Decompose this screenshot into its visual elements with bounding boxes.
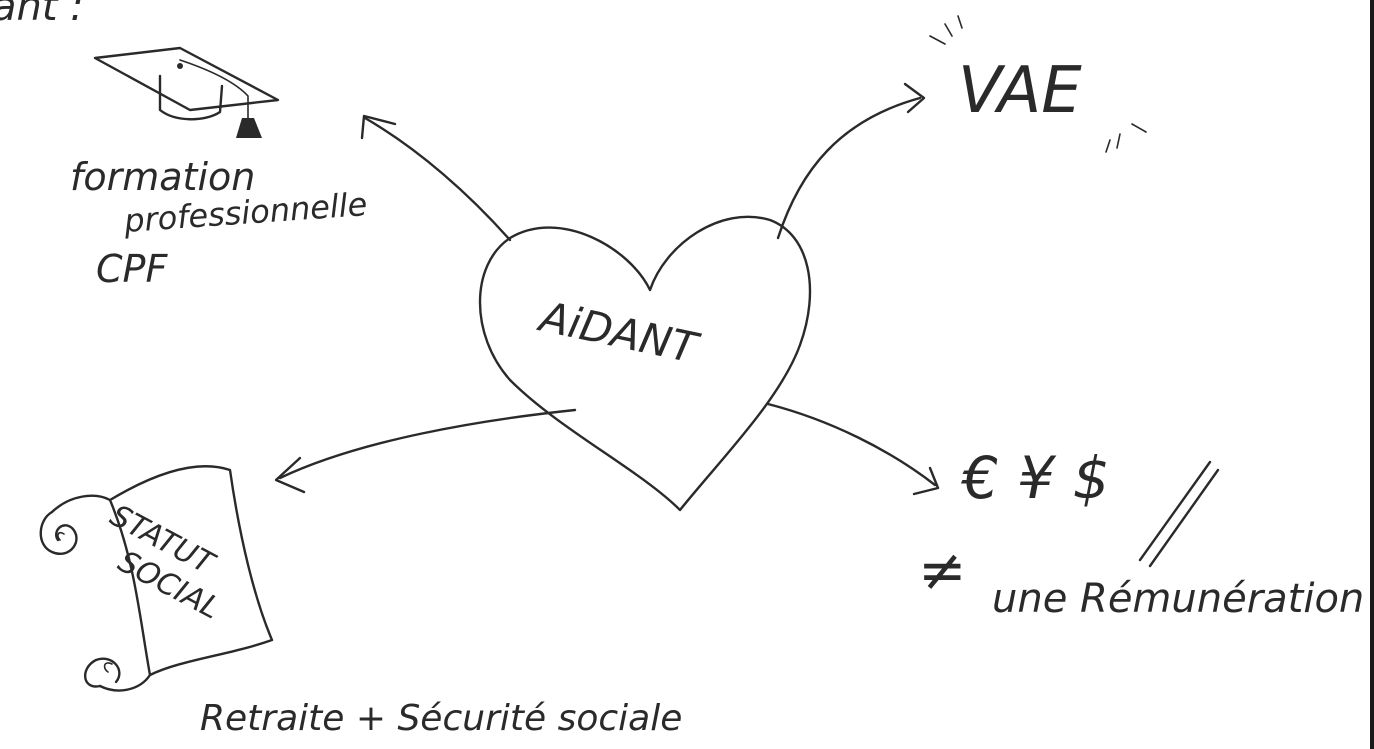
scroll-icon (39, 465, 274, 692)
arrow-to-remuneration (766, 402, 937, 487)
currency-symbols: € ¥ $ (960, 444, 1110, 512)
arrow-head-formation (360, 114, 397, 140)
arrow-head-vae (903, 82, 926, 114)
not-equal-symbol: ≠ (918, 536, 967, 604)
arrow-head-remuneration (912, 466, 940, 496)
arrow-to-statut (278, 408, 577, 480)
statut-caption: Retraite + Sécurité sociale (200, 698, 682, 739)
formation-line3: CPF (96, 247, 168, 291)
center-label: AiDANT (533, 291, 704, 373)
strike-through-icon (1138, 460, 1220, 568)
branch-statut: STATUT SOCIAL Retraite + Sécurité social… (39, 408, 682, 739)
formation-line1: formation (70, 155, 255, 199)
remuneration-label: une Rémunération (992, 576, 1364, 622)
page-edge (1370, 0, 1374, 749)
corner-text: ant : (0, 0, 84, 30)
heart-icon (478, 215, 812, 512)
central-heart: AiDANT (478, 215, 812, 512)
branch-vae: VAE (776, 15, 1147, 240)
arrow-to-vae (776, 96, 922, 240)
branch-formation: formation professionnelle CPF (70, 46, 512, 291)
arrow-head-statut (274, 456, 306, 494)
sparkle-marks-icon (929, 15, 1147, 153)
graduation-cap-icon (93, 46, 280, 138)
arrow-to-formation (363, 116, 512, 242)
vae-label: VAE (958, 54, 1082, 128)
branch-remuneration: € ¥ $ ≠ une Rémunération (766, 402, 1364, 622)
